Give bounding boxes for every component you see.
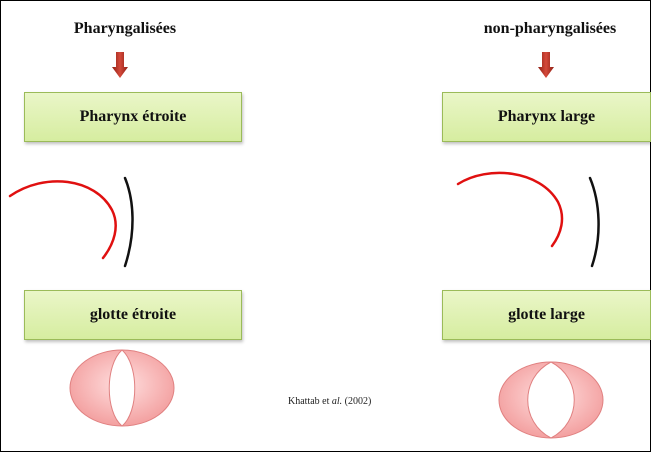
glottis-narrow-box: glotte étroite xyxy=(24,290,242,340)
tongue-curve-left xyxy=(10,181,116,258)
citation-etal: al. xyxy=(332,396,342,407)
citation-author: Khattab et xyxy=(288,396,329,407)
citation: Khattab et al. (2002) xyxy=(288,396,371,407)
pharynx-wall-right xyxy=(590,178,599,266)
glottis-wide-box: glotte large xyxy=(442,290,651,340)
glottis-wide-label: glotte large xyxy=(508,306,585,324)
tongue-curve-right xyxy=(458,173,562,246)
citation-year: (2002) xyxy=(345,396,372,407)
glottis-wide-icon xyxy=(499,362,603,438)
glottis-narrow-icon xyxy=(70,350,174,426)
pharynx-wall-left xyxy=(125,178,133,266)
glottis-narrow-label: glotte étroite xyxy=(90,306,176,324)
